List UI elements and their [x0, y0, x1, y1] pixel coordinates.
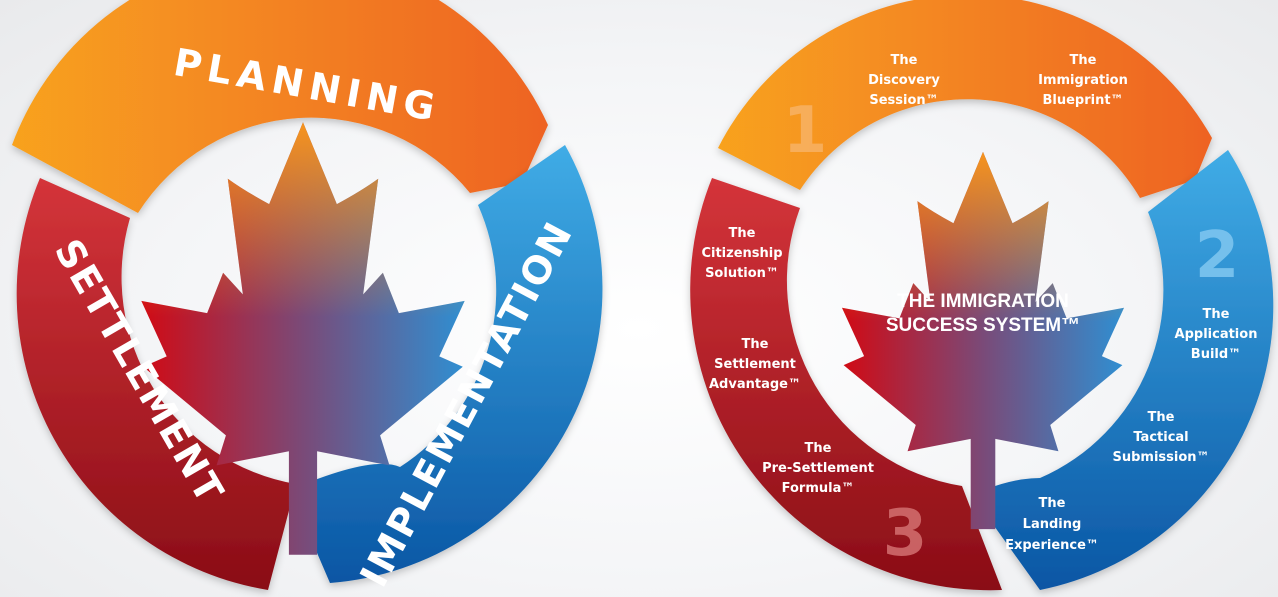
left-cycle-wheel: PLANNING IMPLEMENTATION SETTLEMENT [12, 0, 603, 594]
svg-text:Advantage™: Advantage™ [709, 377, 801, 392]
svg-text:The: The [805, 441, 832, 456]
step-citizenship-solution: The Citizenship Solution™ [701, 226, 782, 281]
svg-text:Citizenship: Citizenship [701, 246, 782, 261]
phase-number-3: 3 [883, 497, 928, 571]
svg-text:Landing: Landing [1023, 517, 1082, 532]
svg-text:Blueprint™: Blueprint™ [1042, 93, 1123, 108]
svg-text:Submission™: Submission™ [1112, 450, 1209, 465]
svg-text:Settlement: Settlement [714, 357, 796, 372]
svg-text:Tactical: Tactical [1133, 430, 1188, 445]
svg-text:Experience™: Experience™ [1005, 538, 1099, 553]
svg-text:The: The [729, 226, 756, 241]
svg-text:Pre-Settlement: Pre-Settlement [762, 461, 874, 476]
svg-text:The: The [1203, 307, 1230, 322]
settlement-arc [16, 178, 296, 590]
svg-text:The: The [1039, 496, 1066, 511]
implementation-arc [290, 145, 603, 583]
step-settlement-advantage: The Settlement Advantage™ [709, 337, 801, 392]
svg-text:The: The [1148, 410, 1175, 425]
svg-text:Application: Application [1175, 327, 1258, 342]
svg-text:Discovery: Discovery [868, 73, 940, 88]
svg-text:The: The [1070, 53, 1097, 68]
svg-text:The: The [742, 337, 769, 352]
center-title-line1: THE IMMIGRATION [897, 291, 1069, 312]
svg-text:Immigration: Immigration [1038, 73, 1128, 88]
svg-text:Solution™: Solution™ [705, 266, 779, 281]
svg-text:The: The [891, 53, 918, 68]
step-pre-settlement-formula: The Pre-Settlement Formula™ [762, 441, 874, 496]
phase2-arc [972, 150, 1274, 590]
phase-number-2: 2 [1195, 219, 1240, 293]
center-title-line2: SUCCESS SYSTEM™ [886, 315, 1080, 336]
svg-text:Build™: Build™ [1191, 347, 1241, 362]
phase-number-1: 1 [783, 94, 828, 168]
step-discovery-session: The Discovery Session™ [868, 53, 940, 108]
step-application-build: The Application Build™ [1175, 307, 1258, 362]
svg-text:Session™: Session™ [869, 93, 938, 108]
svg-text:Formula™: Formula™ [782, 481, 855, 496]
step-tactical-submission: The Tactical Submission™ [1112, 410, 1209, 465]
phase1-arc [718, 0, 1212, 198]
planning-arc [12, 0, 548, 213]
success-system-wheel: THE IMMIGRATION SUCCESS SYSTEM™ 1 2 3 Th… [690, 0, 1274, 591]
phase3-arc [690, 178, 1002, 591]
step-landing-experience: The Landing Experience™ [1005, 496, 1099, 553]
step-immigration-blueprint: The Immigration Blueprint™ [1038, 53, 1128, 108]
